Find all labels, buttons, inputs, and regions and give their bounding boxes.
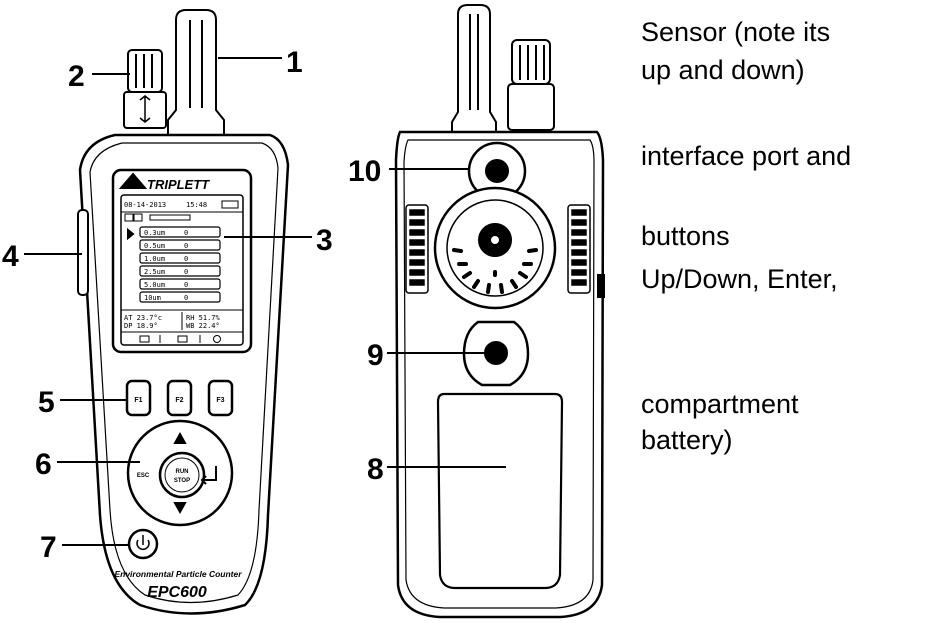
esc-label: ESC	[137, 473, 150, 479]
lcd-channel-rows: 0.3um 0 0.5um 0 1.0um 0 2.5um 0 5.0um 0 10um 0	[144, 229, 188, 302]
grated-sensor-head	[123, 49, 167, 129]
f1-key-label: F1	[134, 397, 142, 404]
power-icon	[136, 535, 150, 550]
f1-key[interactable]	[125, 379, 152, 417]
description-line-5: Up/Down, Enter,	[641, 264, 838, 294]
lcd-channel-size: 10um	[144, 294, 161, 302]
screen-bezel	[111, 168, 253, 354]
lcd-channel-size: 1.0um	[144, 255, 165, 263]
lcd-env-row1-right: RH 51.7%	[186, 314, 221, 322]
lcd-channel-count: 0	[184, 281, 188, 289]
settings-softkey-icon	[213, 335, 221, 343]
model-name-text: EPC600	[147, 584, 207, 601]
lcd-channel-boxes	[139, 226, 221, 303]
battery-compartment	[436, 392, 564, 590]
up-arrow-icon[interactable]	[173, 431, 187, 444]
lcd-channel-size: 2.5um	[144, 268, 165, 276]
f3-key-label: F3	[216, 397, 224, 404]
description-line-6: compartment	[641, 389, 799, 419]
down-arrow-icon[interactable]	[173, 502, 187, 515]
callout-9: 9	[367, 339, 384, 372]
speaker-holes	[452, 248, 538, 294]
lcd-channel-count: 0	[184, 229, 188, 237]
description-line-3: interface port and	[641, 141, 852, 171]
callout-5: 5	[38, 386, 55, 419]
front-view	[77, 9, 290, 615]
back-sensor-tube	[451, 4, 497, 137]
image-softkey-icon	[177, 335, 188, 343]
stop-label: STOP	[174, 478, 190, 484]
lcd-date: 08-14-2013	[124, 201, 166, 209]
callout-6: 6	[35, 448, 52, 481]
lcd-channel-count: 0	[184, 294, 188, 302]
callout-3: 3	[316, 224, 333, 257]
callout-7: 7	[40, 531, 57, 564]
lcd-env-row2-left: DP 18.9°	[124, 322, 158, 330]
description-line-7: battery)	[641, 425, 733, 455]
callout-1: 1	[286, 46, 303, 79]
lcd-channel-size: 0.3um	[144, 229, 165, 237]
description-line-2: up and down)	[641, 55, 805, 85]
camera-softkey-icon	[139, 335, 150, 343]
lcd-env-row1-left: AT 23.7°c	[124, 314, 162, 322]
triplett-logo-icon	[118, 172, 148, 189]
callout-4: 4	[2, 240, 19, 273]
interface-port	[485, 159, 509, 183]
product-line-text: Environmental Particle Counter	[114, 569, 242, 579]
leader-lines	[24, 57, 506, 546]
right-grip	[567, 204, 591, 294]
callout-10: 10	[348, 155, 381, 188]
run-label: RUN	[176, 469, 189, 475]
f2-key-label: F2	[175, 397, 183, 404]
lcd-env-row2-right: WB 22.4°	[186, 322, 220, 330]
f2-key[interactable]	[166, 379, 193, 417]
side-interface-port	[77, 209, 89, 296]
run-stop-button[interactable]	[158, 451, 206, 499]
description-line-4: buttons	[641, 221, 730, 251]
enter-arrow-icon[interactable]	[200, 466, 217, 485]
tripod-mount	[484, 341, 508, 365]
sensor-tube	[167, 9, 225, 136]
callout-8: 8	[367, 453, 384, 486]
lcd-channel-count: 0	[184, 255, 188, 263]
lcd-channel-count: 0	[184, 268, 188, 276]
lcd-channel-count: 0	[184, 242, 188, 250]
brand-logo-text: TRIPLETT	[147, 177, 210, 192]
lcd-text: 08-14-2013 15:48 0.3um 0 0.5um 0 1.0um 0 2.5um…	[124, 201, 221, 330]
row-cursor-icon	[127, 227, 135, 241]
description-line-1: Sensor (note its	[641, 17, 831, 47]
f3-key[interactable]	[207, 379, 234, 417]
lcd-time: 15:48	[186, 201, 207, 209]
left-grip	[405, 204, 429, 294]
callout-2: 2	[68, 60, 85, 93]
back-view	[394, 4, 605, 619]
lcd-channel-size: 5.0um	[144, 281, 165, 289]
lcd-channel-size: 0.5um	[144, 242, 165, 250]
